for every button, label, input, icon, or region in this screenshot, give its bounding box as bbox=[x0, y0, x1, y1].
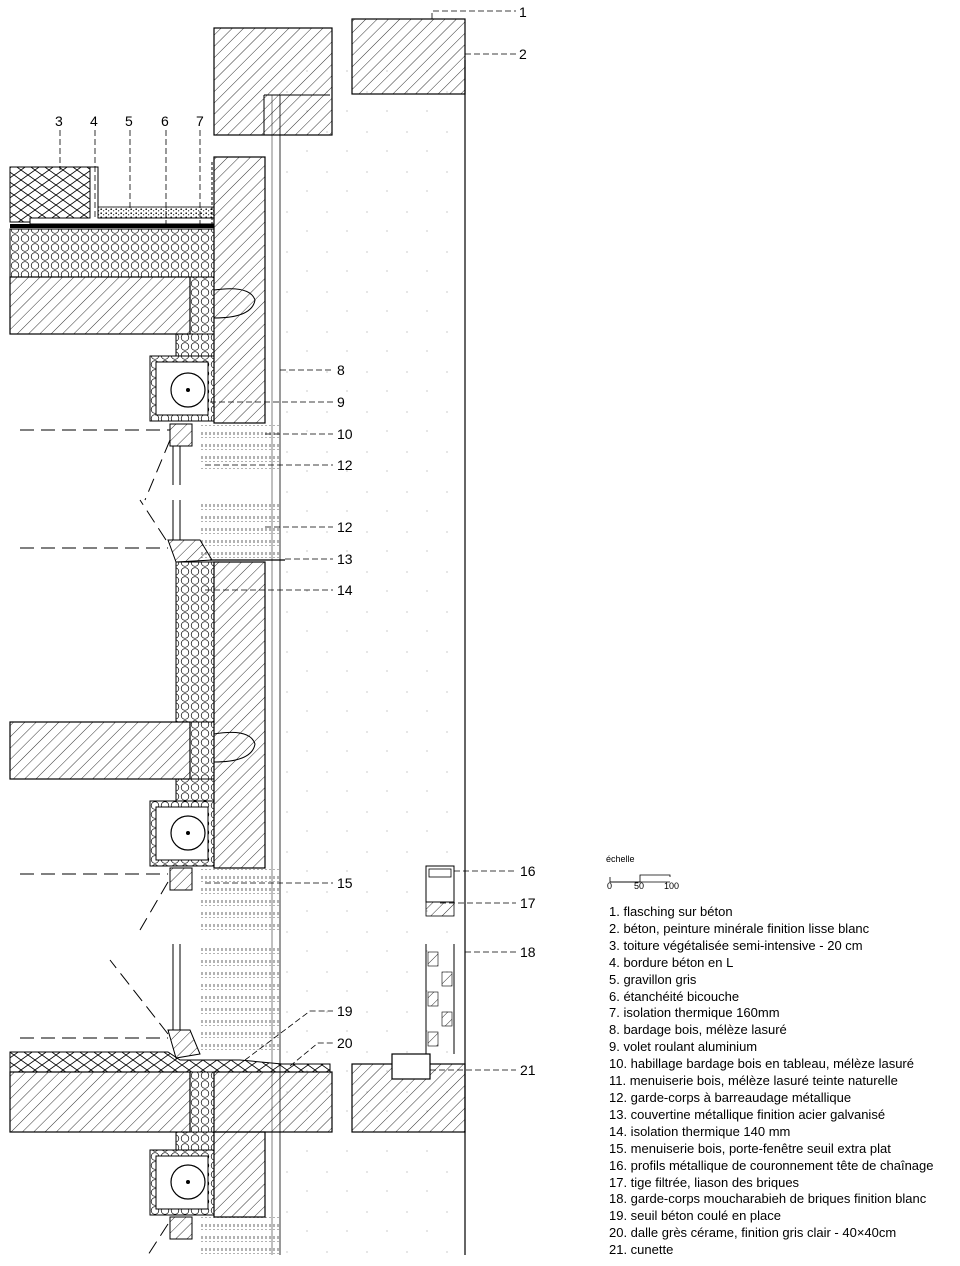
legend-item: 1. flasching sur béton bbox=[609, 904, 733, 919]
callout-12-lower: 12 bbox=[337, 519, 353, 535]
callout-18: 18 bbox=[520, 944, 536, 960]
callout-14: 14 bbox=[337, 582, 353, 598]
legend-item: 7. isolation thermique 160mm bbox=[609, 1005, 780, 1021]
callout-7: 7 bbox=[196, 113, 204, 129]
callout-12-upper: 12 bbox=[337, 457, 353, 473]
callout-19: 19 bbox=[337, 1003, 353, 1019]
callout-1: 1 bbox=[519, 4, 527, 20]
legend-item: 15. menuiserie bois, porte-fenêtre seuil… bbox=[609, 1140, 891, 1156]
legend-item: 12. garde-corps à barreaudage métallique bbox=[609, 1089, 852, 1105]
legend-item: 21. cunette bbox=[609, 1242, 674, 1258]
legend-item: 4. bordure béton en L bbox=[609, 954, 734, 970]
callout-10: 10 bbox=[337, 426, 353, 442]
callout-5: 5 bbox=[125, 113, 133, 129]
callout-20: 20 bbox=[337, 1035, 353, 1051]
legend-item: 17. tige filtrée, liason des briques bbox=[609, 1174, 800, 1190]
callout-17: 17 bbox=[520, 895, 536, 911]
legend-item: 16. profils métallique de couronnement t… bbox=[609, 1157, 934, 1173]
callout-15: 15 bbox=[337, 875, 353, 891]
scale-tick-50: 50 bbox=[634, 881, 645, 891]
legend-item: 13. couvertine métallique finition acier… bbox=[609, 1106, 886, 1122]
legend-item: 18. garde-corps moucharabieh de briques … bbox=[609, 1191, 927, 1207]
legend-item: 5. gravillon gris bbox=[609, 971, 697, 987]
callout-4: 4 bbox=[90, 113, 98, 129]
callout-13: 13 bbox=[337, 551, 353, 567]
legend-item: 14. isolation thermique 140 mm bbox=[609, 1123, 791, 1139]
legend-item: 19. seuil béton coulé en place bbox=[609, 1208, 782, 1224]
legend-item: 10. habillage bardage bois en tableau, m… bbox=[609, 1056, 914, 1072]
legend-item: 8. bardage bois, mélèze lasuré bbox=[609, 1022, 787, 1038]
legend-item: 20. dalle grès cérame, finition gris cla… bbox=[609, 1225, 897, 1241]
scale-tick-0: 0 bbox=[607, 881, 613, 891]
scale-tick-100: 100 bbox=[664, 881, 680, 891]
legend-item: 11. menuiserie bois, mélèze lasuré teint… bbox=[609, 1073, 898, 1089]
legend: 1. flasching sur béton 2. béton, peintur… bbox=[609, 904, 934, 1259]
callout-6: 6 bbox=[161, 113, 169, 129]
callout-2: 2 bbox=[519, 46, 527, 62]
callout-16: 16 bbox=[520, 863, 536, 879]
callout-8: 8 bbox=[337, 362, 345, 378]
callout-3: 3 bbox=[55, 113, 63, 129]
legend-item: 2. béton, peinture minérale finition lis… bbox=[609, 920, 870, 936]
scale-title: échelle bbox=[606, 854, 635, 864]
legend-item: 6. étanchéité bicouche bbox=[609, 988, 740, 1004]
callout-21: 21 bbox=[520, 1062, 536, 1078]
legend-item: 3. toiture végétalisée semi-intensive - … bbox=[609, 937, 863, 953]
callout-9: 9 bbox=[337, 394, 345, 410]
legend-item: 9. volet roulant aluminium bbox=[609, 1039, 758, 1055]
